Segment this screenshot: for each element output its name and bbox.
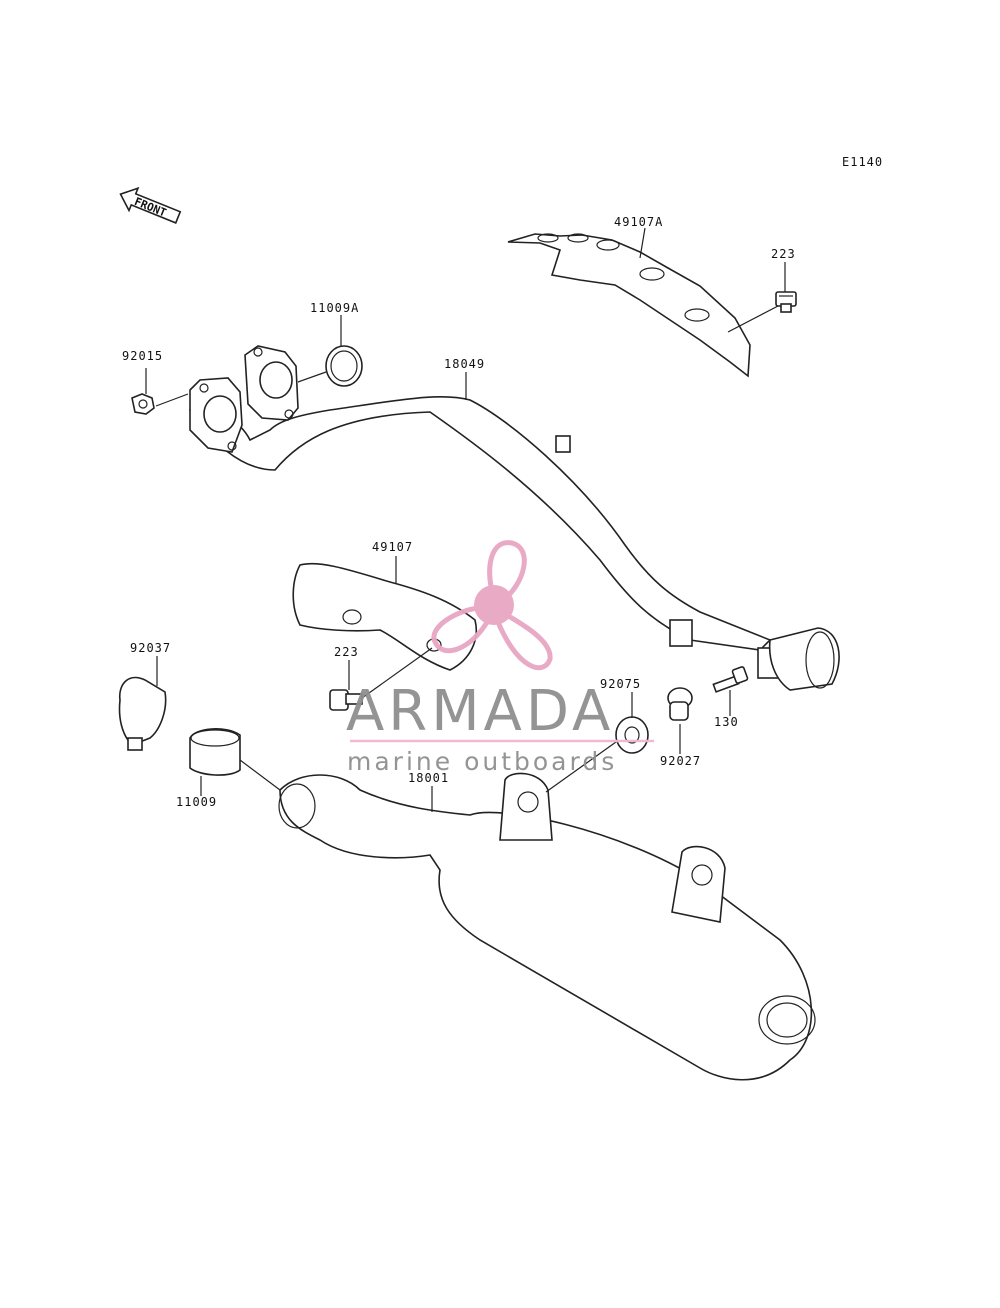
bolt-223-lower <box>329 689 363 711</box>
gasket-11009a <box>325 345 363 387</box>
label-92037: 92037 <box>130 641 171 655</box>
label-49107: 49107 <box>372 540 413 554</box>
gasket-11009 <box>189 728 241 776</box>
label-92027: 92027 <box>660 754 701 768</box>
bolt-130 <box>712 666 749 693</box>
label-11009: 11009 <box>176 795 217 809</box>
clamp-92037 <box>118 676 167 751</box>
front-arrow-icon: FRONT <box>119 186 182 224</box>
label-49107a: 49107A <box>614 215 663 229</box>
label-223-lower: 223 <box>334 645 359 659</box>
damper-92075 <box>615 716 649 754</box>
exhaust-pipe-18049 <box>188 345 840 691</box>
muffler-18001 <box>278 772 816 1081</box>
watermark-tagline: marine outboards <box>347 747 617 776</box>
label-18049: 18049 <box>444 357 485 371</box>
label-11009a: 11009A <box>310 301 359 315</box>
bolt-223-upper <box>775 291 797 313</box>
front-arrow-label: FRONT <box>133 195 169 220</box>
propeller-logo-icon <box>431 540 553 671</box>
watermark: ARMADA marine outboards <box>346 540 654 776</box>
label-18001: 18001 <box>408 771 449 785</box>
watermark-brand: ARMADA <box>346 679 614 744</box>
nut-92015 <box>131 393 155 415</box>
label-92015: 92015 <box>122 349 163 363</box>
diagram-code: E1140 <box>842 155 883 169</box>
label-92075: 92075 <box>600 677 641 691</box>
label-223-upper: 223 <box>771 247 796 261</box>
label-130: 130 <box>714 715 739 729</box>
collar-92027 <box>667 687 693 721</box>
heat-shield-upper <box>507 233 751 378</box>
heat-shield-lower <box>292 562 477 671</box>
